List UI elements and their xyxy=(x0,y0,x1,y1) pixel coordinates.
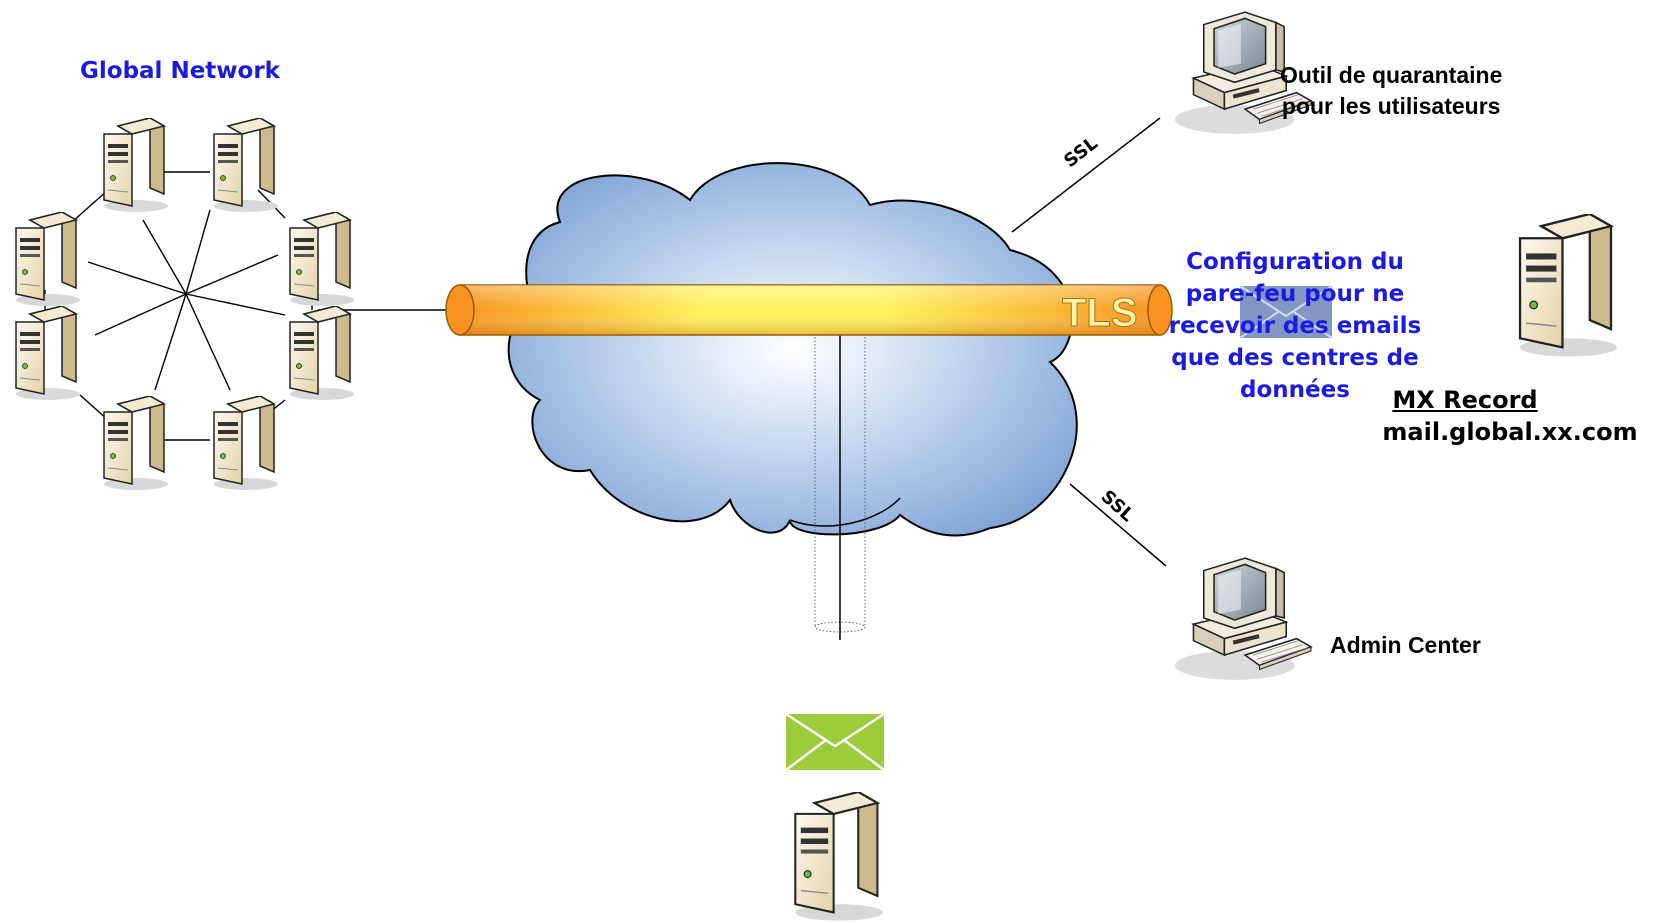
quarantine-label-line2: pour les utilisateurs xyxy=(1281,93,1501,119)
pipe-down xyxy=(814,324,866,640)
server-icon xyxy=(1518,214,1619,358)
firewall-note-line4: que des centres de xyxy=(1171,345,1419,371)
server-icon xyxy=(794,792,885,922)
admin-center-label: Admin Center xyxy=(1330,632,1481,658)
server-icon xyxy=(213,118,278,213)
server-icon xyxy=(289,212,354,307)
tls-label: TLS xyxy=(1062,291,1138,335)
ssl-link-upper xyxy=(1011,117,1161,233)
firewall-note-line5: données xyxy=(1240,377,1350,403)
global-network-title: Global Network xyxy=(80,58,280,84)
firewall-note-line3: recevoir des emails xyxy=(1168,313,1422,339)
server-icon xyxy=(103,396,168,491)
server-icon xyxy=(15,306,80,401)
tls-tunnel-icon: TLS xyxy=(445,284,1173,336)
server-icon xyxy=(15,212,80,307)
firewall-note-line1: Configuration du xyxy=(1186,249,1404,275)
firewall-config-note: Configuration du pare-feu pour ne recevo… xyxy=(1150,246,1440,406)
ssl-label-upper: SSL xyxy=(1060,133,1102,172)
mx-record-host: mail.global.xx.com xyxy=(1382,418,1638,446)
envelope-icon xyxy=(785,712,885,771)
computer-icon xyxy=(1174,557,1312,681)
ssl-label-lower: SSL xyxy=(1097,486,1138,526)
server-icon xyxy=(289,306,354,401)
ssl-link-lower xyxy=(1069,483,1167,567)
mx-record-title: MX Record xyxy=(1392,386,1538,414)
quarantine-label-line1: Outil de quarantaine xyxy=(1280,62,1503,88)
server-icon xyxy=(103,118,168,213)
quarantine-tool-label: Outil de quarantaine pour les utilisateu… xyxy=(1280,60,1502,122)
firewall-note-line2: pare-feu pour ne xyxy=(1185,281,1405,307)
server-icon xyxy=(213,396,278,491)
envelope-icon xyxy=(1239,285,1333,339)
cloud-icon xyxy=(507,162,1078,537)
